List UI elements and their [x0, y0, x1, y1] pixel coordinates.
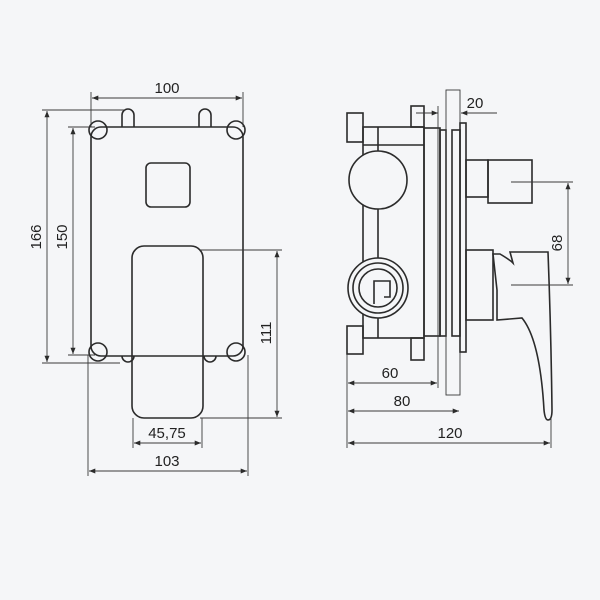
diverter-knob-side — [465, 159, 533, 204]
front-dimensions — [42, 92, 282, 476]
wall-plane — [445, 89, 461, 396]
side-dimensions — [346, 106, 573, 448]
lever-side — [465, 249, 553, 421]
dim-68: 68 — [549, 235, 566, 252]
dim-20: 20 — [467, 95, 484, 112]
cover-plate — [90, 126, 244, 357]
dim-45-75: 45,75 — [148, 425, 186, 442]
cover-plate-side — [459, 122, 467, 353]
dim-166: 166 — [28, 224, 45, 249]
dim-103: 103 — [154, 453, 179, 470]
dim-120: 120 — [437, 425, 462, 442]
dim-80: 80 — [394, 393, 411, 410]
dim-60: 60 — [382, 365, 399, 382]
valve-body — [346, 105, 461, 361]
diverter-button — [145, 162, 191, 208]
mounting-lugs — [88, 108, 246, 363]
dim-111: 111 — [258, 322, 275, 345]
dim-100: 100 — [154, 80, 179, 97]
side-view: 20 68 60 80 120 — [346, 89, 573, 448]
dim-150: 150 — [54, 224, 71, 249]
front-view: 100 166 150 111 45,75 103 — [28, 80, 282, 476]
mixer-handle — [131, 245, 204, 419]
